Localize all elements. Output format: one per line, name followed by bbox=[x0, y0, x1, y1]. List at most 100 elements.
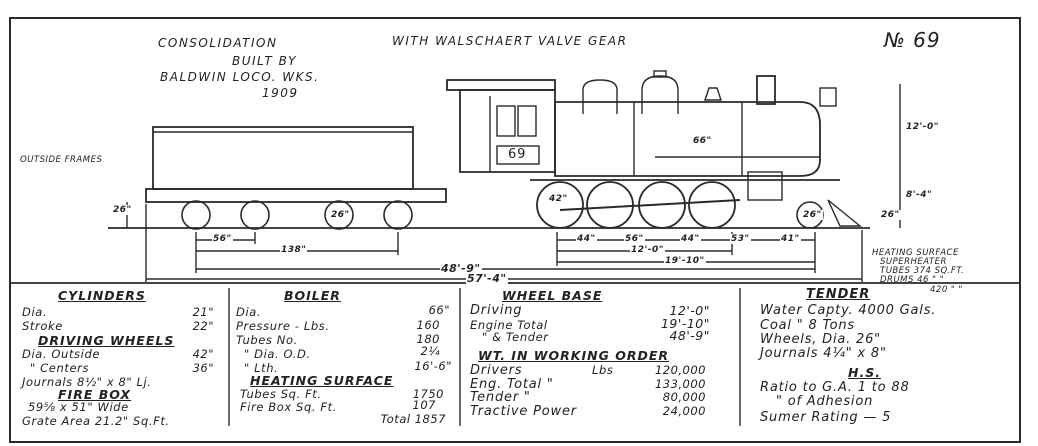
tractive-value: 24,000 bbox=[662, 404, 706, 418]
dw-centers-label: " Centers bbox=[30, 361, 90, 375]
hs-tubes-label: Tubes Sq. Ft. bbox=[240, 387, 322, 401]
boiler-dia-label: 66" bbox=[692, 136, 713, 146]
tubes-length-value: 16'-6" bbox=[414, 359, 452, 373]
cyl-stroke-value: 22" bbox=[192, 319, 214, 333]
heating-note-5: 420 " " bbox=[930, 285, 963, 295]
title-consolidation: CONSOLIDATION bbox=[158, 36, 278, 50]
tractive-label: Tractive Power bbox=[470, 404, 577, 419]
dim-41: 41" bbox=[780, 234, 801, 244]
outside-frames-note: OUTSIDE FRAMES bbox=[20, 155, 103, 165]
cab-number-plate bbox=[496, 145, 540, 165]
tender-body bbox=[152, 126, 414, 190]
wb-engine-value: 19'-10" bbox=[660, 316, 710, 331]
height-top-label: 12'-0" bbox=[905, 122, 940, 132]
tubes-dia-label: " Dia. O.D. bbox=[244, 347, 311, 361]
tender-heading: TENDER bbox=[806, 287, 871, 302]
sand-dome bbox=[582, 79, 618, 114]
hs-firebox-value: 107 bbox=[412, 398, 436, 412]
dim-overall: 57'-4" bbox=[466, 272, 508, 285]
wt-drivers-value: 120,000 bbox=[654, 363, 706, 377]
dw-centers-value: 36" bbox=[192, 361, 214, 375]
builder-name: BALDWIN LOCO. WKS. bbox=[160, 70, 320, 84]
tender-wheel-size-label: 26" bbox=[330, 210, 351, 220]
dw-dia-value: 42" bbox=[192, 347, 214, 361]
cab-window-2 bbox=[517, 105, 537, 137]
ratio-ga: Ratio to G.A. 1 to 88 bbox=[760, 380, 910, 395]
dim-total-wb: 48'-9" bbox=[440, 262, 482, 275]
wb-engine-label: Engine Total bbox=[470, 318, 548, 332]
wt-engine-value: 133,000 bbox=[654, 377, 706, 391]
build-year: 1909 bbox=[262, 86, 299, 100]
tender-water: Water Capty. 4000 Gals. bbox=[760, 303, 937, 318]
cyl-stroke-label: Stroke bbox=[22, 319, 63, 333]
sheet-border bbox=[9, 17, 1021, 443]
boiler-shell bbox=[554, 101, 821, 177]
wheel-base-heading: WHEEL BASE bbox=[502, 288, 603, 303]
heating-note-4: DRUMS 46 " " bbox=[880, 275, 945, 285]
dim-tender-138: 138" bbox=[280, 245, 308, 255]
driver-size-label: 42" bbox=[548, 194, 569, 204]
fire-box-size: 59⅝ x 51" Wide bbox=[28, 400, 129, 414]
hs-ratio-heading: H.S. bbox=[848, 365, 881, 380]
tender-height-label: 26" bbox=[112, 205, 133, 215]
tender-wheel-2 bbox=[240, 200, 270, 230]
cylinder bbox=[747, 171, 783, 201]
driver-wheel-4 bbox=[688, 181, 736, 229]
tender-frame bbox=[145, 188, 447, 203]
heating-note-2: SUPERHEATER bbox=[880, 257, 947, 267]
wt-tender-value: 80,000 bbox=[662, 390, 706, 404]
tender-wheel-1 bbox=[181, 200, 211, 230]
wb-driving-label: Driving bbox=[470, 303, 523, 318]
valve-gear-subtitle: WITH WALSCHAERT VALVE GEAR bbox=[392, 34, 628, 48]
smokestack bbox=[756, 75, 776, 105]
side-rod bbox=[559, 199, 741, 211]
boiler-heading: BOILER bbox=[284, 288, 341, 303]
wb-tender-label: " & Tender bbox=[482, 330, 549, 344]
headlight bbox=[819, 87, 837, 107]
boiler-pressure-value: 160 bbox=[416, 318, 440, 332]
dome-cap bbox=[653, 70, 667, 78]
tender-wheel-3 bbox=[324, 200, 354, 230]
tubes-length-label: " Lth. bbox=[244, 361, 279, 375]
wt-engine-label: Eng. Total " bbox=[470, 377, 554, 392]
driver-wheel-2 bbox=[586, 181, 634, 229]
dim-53: 53" bbox=[730, 234, 751, 244]
height-cl-label: 8'-4" bbox=[905, 190, 934, 200]
dim-44a: 44" bbox=[576, 234, 597, 244]
bell bbox=[704, 87, 722, 101]
dim-driving-wb: 12'-0" bbox=[630, 245, 665, 255]
boiler-dia-label2: Dia. bbox=[236, 305, 262, 319]
wt-tender-label: Tender " bbox=[470, 390, 531, 405]
truck-wheel bbox=[796, 201, 824, 229]
ratio-adhesion: " of Adhesion bbox=[776, 394, 874, 409]
dim-tender-56: 56" bbox=[212, 234, 233, 244]
height-rail-label: 26" bbox=[880, 210, 901, 220]
dim-engine-wb: 19'-10" bbox=[664, 256, 706, 266]
heating-note-1: HEATING SURFACE bbox=[872, 248, 959, 258]
cyl-dia-label: Dia. bbox=[22, 305, 48, 319]
sumer-rating: Sumer Rating — 5 bbox=[760, 410, 892, 425]
heating-surface-heading: HEATING SURFACE bbox=[250, 373, 394, 388]
wt-drivers-label: Drivers bbox=[470, 363, 523, 378]
hs-tubes-value: 1750 bbox=[412, 387, 444, 401]
boiler-pressure-label: Pressure - Lbs. bbox=[236, 319, 330, 333]
title-built-by: BUILT BY bbox=[232, 54, 297, 68]
driving-wheels-heading: DRIVING WHEELS bbox=[38, 333, 175, 348]
wb-driving-value: 12'-0" bbox=[669, 303, 710, 318]
weight-unit: Lbs bbox=[592, 363, 614, 377]
grate-area: Grate Area 21.2" Sq.Ft. bbox=[22, 414, 170, 428]
engine-number: № 69 bbox=[884, 28, 941, 52]
tubes-dia-value: 2¼ bbox=[420, 344, 440, 358]
tender-coal: Coal " 8 Tons bbox=[760, 318, 855, 333]
weight-heading: WT. IN WORKING ORDER bbox=[478, 348, 669, 363]
hs-total: Total 1857 bbox=[380, 412, 446, 426]
tender-journals: Journals 4¼" x 8" bbox=[760, 346, 887, 361]
cylinders-heading: CYLINDERS bbox=[58, 288, 146, 303]
tender-wheel-4 bbox=[383, 200, 413, 230]
wb-tender-value: 48'-9" bbox=[669, 328, 710, 343]
steam-dome bbox=[641, 75, 679, 114]
driver-wheel-1 bbox=[536, 181, 584, 229]
dim-56: 56" bbox=[624, 234, 645, 244]
